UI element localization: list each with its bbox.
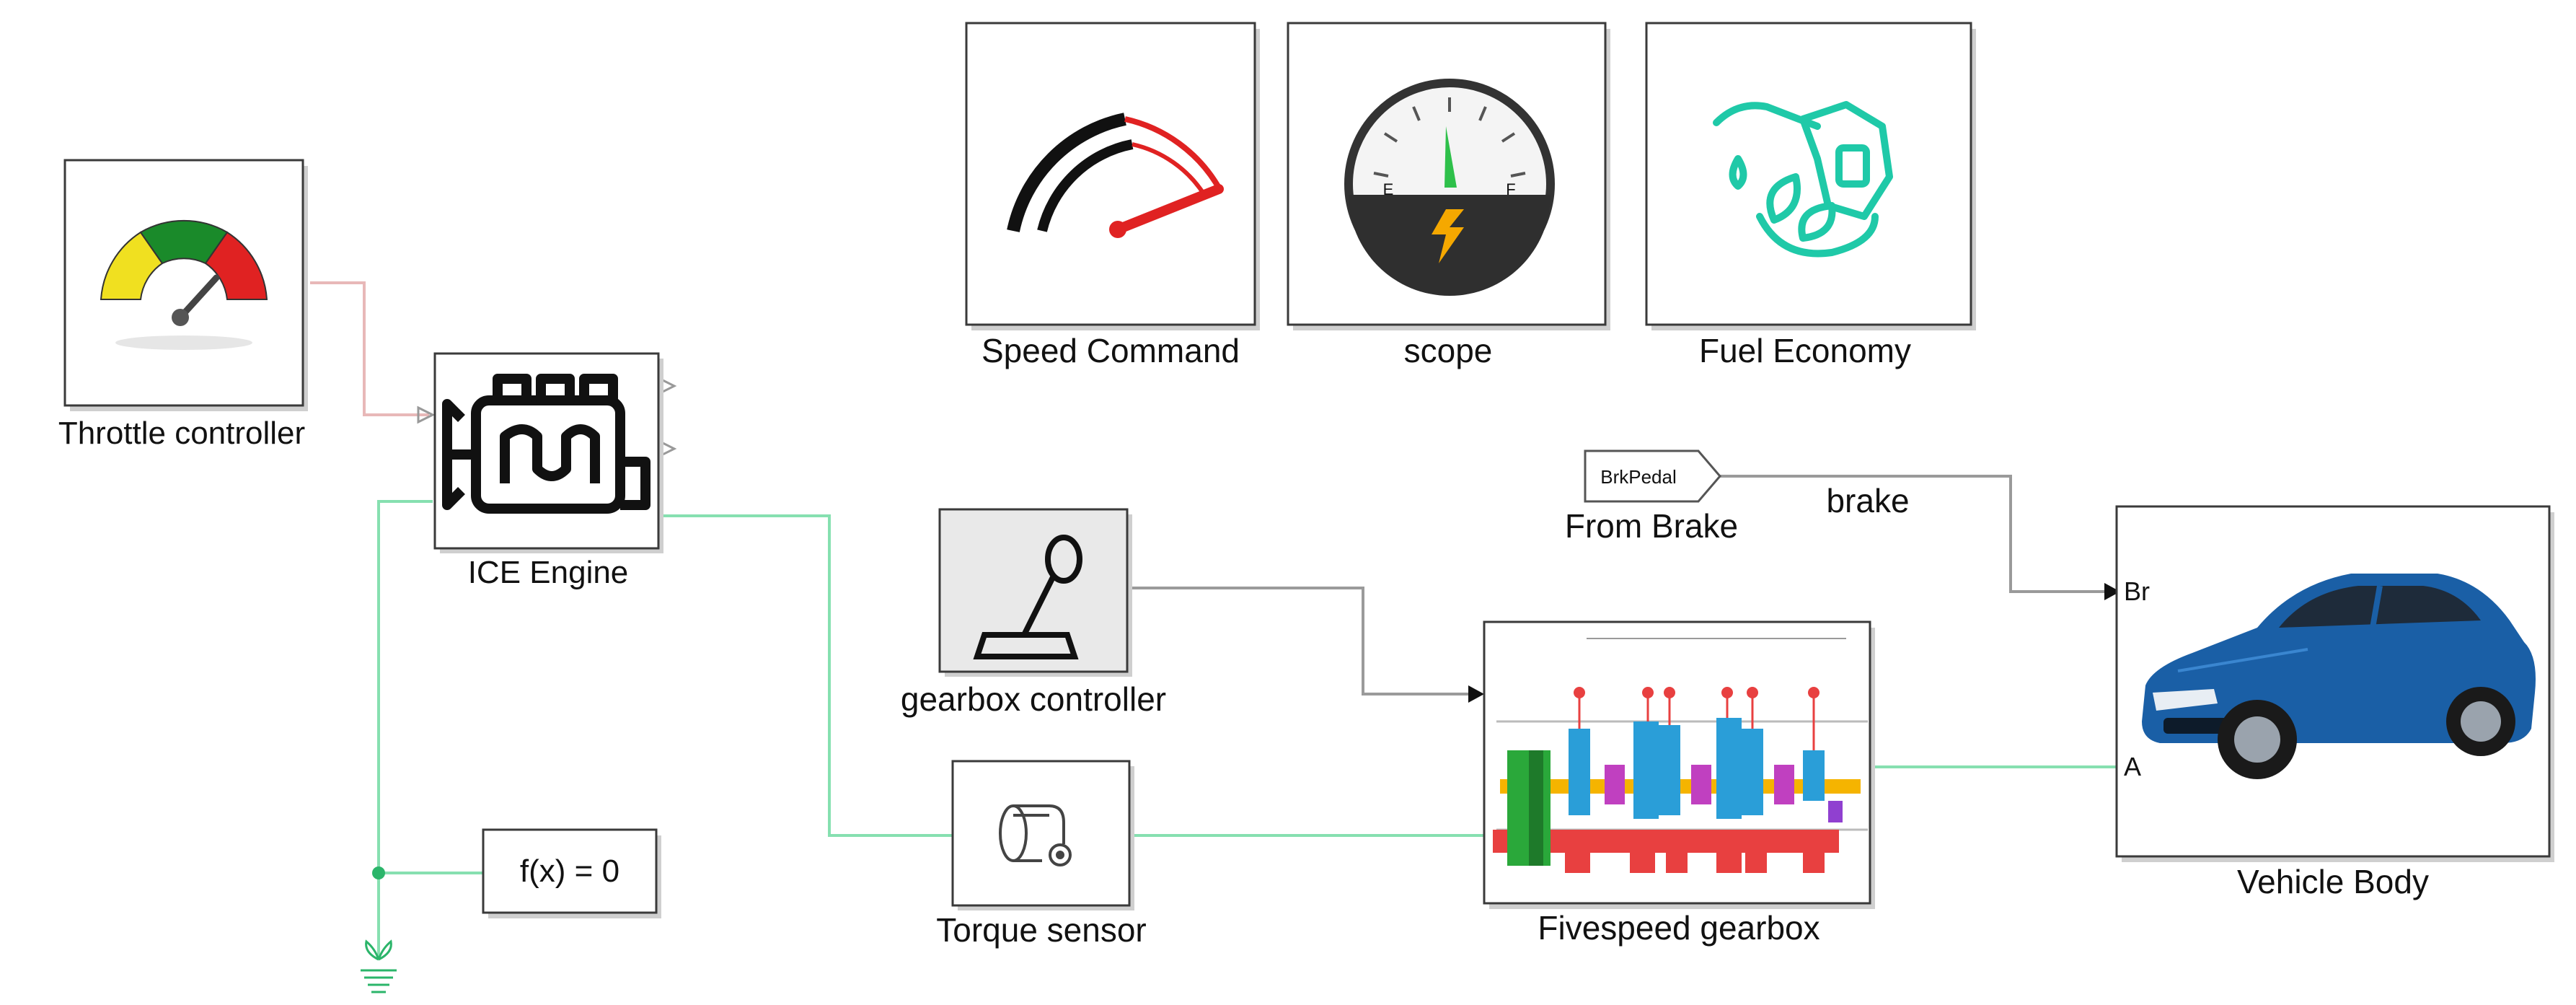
block-label: Throttle controller <box>58 416 305 451</box>
gauge-empty-label: E <box>1383 180 1394 198</box>
fuel-economy-block[interactable]: Fuel Economy <box>1645 22 1976 369</box>
fuel-gauge-icon <box>1344 79 1555 296</box>
throttle-controller-block[interactable]: Throttle controller <box>58 159 308 451</box>
connection-throttle-to-engine[interactable] <box>310 281 429 416</box>
block-label: Vehicle Body <box>2237 863 2429 900</box>
from-brake-block[interactable]: BrkPedal From Brake <box>1565 449 1738 545</box>
goto-tag-shape <box>1584 449 1721 503</box>
arrowhead-gearbox-input <box>1468 685 1484 703</box>
connection-engine-to-torque[interactable] <box>660 514 952 837</box>
connection-brake-to-vehicle[interactable] <box>1720 475 2106 593</box>
gearbox-controller-block[interactable]: gearbox controller <box>901 508 1166 718</box>
gearbox-schematic-icon <box>1493 638 1868 873</box>
gauge-icon <box>100 219 268 350</box>
torque-sensor-icon <box>999 804 1072 866</box>
connection-gearbox-controller-to-gearbox[interactable] <box>1129 587 1471 695</box>
arrowhead-vehicle-br <box>2104 583 2120 600</box>
arrowhead-engine-input <box>417 405 436 424</box>
block-label: scope <box>1404 332 1493 369</box>
scope-block[interactable]: E F scope <box>1287 22 1610 369</box>
block-label: ICE Engine <box>468 555 629 590</box>
block-label: Fivespeed gearbox <box>1538 909 1819 947</box>
speedometer-icon <box>1007 113 1224 238</box>
car-icon <box>2142 574 2536 779</box>
connection-engine-to-ground[interactable] <box>377 500 433 960</box>
ice-engine-block[interactable]: ICE Engine <box>433 352 663 590</box>
tag-name: BrkPedal <box>1600 466 1677 488</box>
engine-icon <box>442 374 650 514</box>
block-label: Speed Command <box>982 332 1240 369</box>
solver-configuration-block[interactable]: f(x) = 0 <box>482 828 661 918</box>
block-label: gearbox controller <box>901 680 1166 718</box>
solver-label: f(x) = 0 <box>520 853 619 889</box>
torque-sensor-block[interactable]: Torque sensor <box>936 760 1147 949</box>
speed-command-block[interactable]: Speed Command <box>965 22 1260 369</box>
connections <box>310 281 2120 960</box>
block-label: Torque sensor <box>936 911 1147 949</box>
port-br-label: Br <box>2124 576 2150 606</box>
signal-label-brake: brake <box>1826 482 1909 519</box>
port-a-label: A <box>2124 752 2141 781</box>
gear-shifter-icon <box>973 535 1082 659</box>
gauge-full-label: F <box>1506 180 1515 198</box>
fivespeed-gearbox-block[interactable]: Fivespeed gearbox <box>1483 620 1875 947</box>
block-label: From Brake <box>1565 507 1738 545</box>
block-label: Fuel Economy <box>1699 332 1911 369</box>
vehicle-body-block[interactable]: Br A Vehicle Body <box>2115 505 2554 900</box>
junction-node <box>372 866 385 879</box>
ground-icon <box>361 939 397 993</box>
eco-fuel-nozzle-icon <box>1713 101 1893 258</box>
